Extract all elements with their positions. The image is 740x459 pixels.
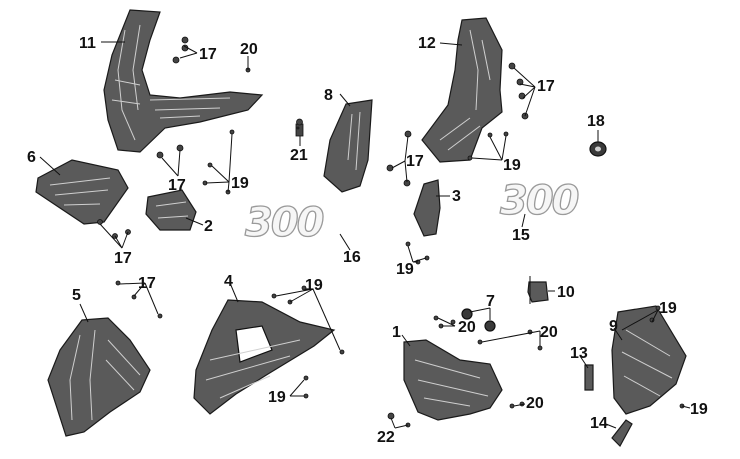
decal-300-left: 300	[244, 199, 326, 246]
callout-19-e: 19	[268, 389, 286, 406]
part-14-trim	[611, 419, 633, 447]
part-4-large-cover	[193, 299, 336, 415]
callout-17-c: 17	[114, 250, 132, 267]
callout-22: 22	[377, 429, 395, 446]
part-21-fastener	[295, 118, 304, 137]
callout-20-c: 20	[540, 324, 558, 341]
callout-7: 7	[486, 293, 495, 310]
callout-16: 16	[343, 249, 361, 266]
callout-17-a: 17	[199, 46, 217, 63]
leader-lines	[39, 41, 691, 429]
callout-17-b: 17	[168, 177, 186, 194]
decal-text-left: 300	[245, 200, 324, 246]
callout-19-g: 19	[690, 401, 708, 418]
decal-text-right: 300	[500, 178, 579, 224]
callout-12: 12	[418, 35, 436, 52]
part-3-side-trim	[413, 179, 441, 237]
callout-13: 13	[570, 345, 588, 362]
part-9-visor	[611, 305, 687, 415]
part-6-lower-front-panel	[35, 159, 129, 225]
callout-1: 1	[392, 324, 401, 341]
callout-20-d: 20	[526, 395, 544, 412]
part-1-headlight-housing	[403, 339, 503, 421]
callout-2: 2	[204, 218, 213, 235]
part-11-front-upper-cowl	[103, 9, 264, 153]
callout-5: 5	[72, 287, 81, 304]
callout-17-f: 17	[138, 275, 156, 292]
callout-20-a: 20	[240, 41, 258, 58]
callout-19-b: 19	[503, 157, 521, 174]
decal-300-right: 300	[499, 177, 581, 224]
callout-17-d: 17	[537, 78, 555, 95]
callout-labels: 11 17 20 6 17 19 2 17 21 8 12 17 17 19 3…	[27, 35, 708, 446]
part-8-side-panel	[323, 99, 373, 193]
callout-21: 21	[290, 147, 308, 164]
callout-18: 18	[587, 113, 605, 130]
part-18-grommet	[589, 141, 607, 157]
callout-4: 4	[224, 273, 233, 290]
callout-14: 14	[590, 415, 608, 432]
callout-17-e: 17	[406, 153, 424, 170]
callout-15: 15	[512, 227, 530, 244]
callout-10: 10	[557, 284, 575, 301]
callout-19-c: 19	[396, 261, 414, 278]
callout-19-f: 19	[659, 300, 677, 317]
callout-9: 9	[609, 318, 618, 335]
callout-8: 8	[324, 87, 333, 104]
part-10-bracket	[527, 276, 549, 304]
part-2-bracket	[145, 189, 197, 231]
callout-11: 11	[79, 35, 96, 52]
callout-6: 6	[27, 149, 36, 166]
part-13-trim	[584, 364, 594, 391]
callout-19-a: 19	[231, 175, 249, 192]
part-5-front-fairing	[47, 317, 151, 437]
callout-19-d: 19	[305, 277, 323, 294]
callout-20-b: 20	[458, 319, 476, 336]
hardware-clips	[97, 36, 685, 428]
callout-3: 3	[452, 188, 461, 205]
